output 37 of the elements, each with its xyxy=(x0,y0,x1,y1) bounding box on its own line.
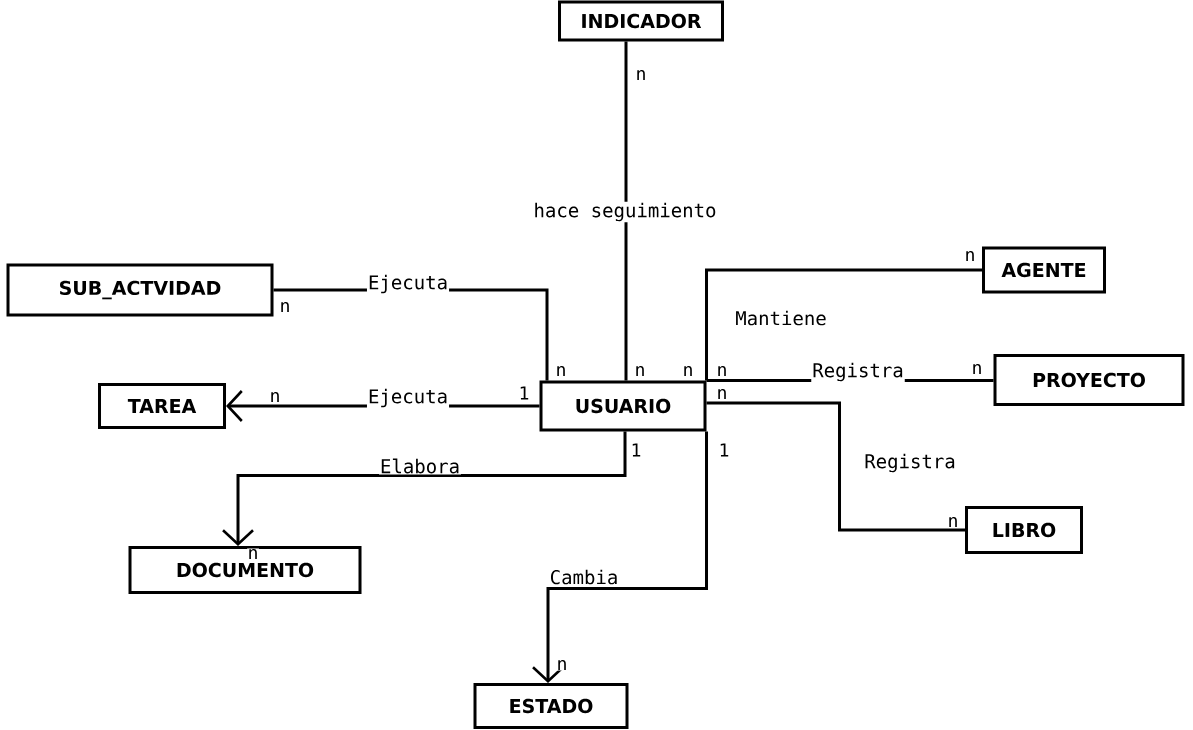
multiplicity-label: n xyxy=(682,365,694,377)
entity-box: INDICADOR xyxy=(558,0,724,42)
connector xyxy=(532,431,708,683)
multiplicity-label: 1 xyxy=(718,442,730,458)
multiplicity-label: 1 xyxy=(630,442,642,458)
multiplicity-label: n xyxy=(247,548,259,560)
edge-label: Registra xyxy=(863,452,957,474)
entity-box: USUARIO xyxy=(539,380,707,432)
entity-box: SUB_ACTVIDAD xyxy=(6,263,274,317)
entity-box: TAREA xyxy=(98,383,226,429)
multiplicity-label: n xyxy=(964,250,976,262)
edge-label: Registra xyxy=(811,361,905,383)
connector xyxy=(706,401,965,532)
multiplicity-label: n xyxy=(971,363,983,375)
connector xyxy=(222,431,627,546)
multiplicity-label: n xyxy=(716,388,728,400)
edge-label: hace seguimiento xyxy=(532,201,718,223)
multiplicity-label: n xyxy=(716,365,728,377)
entity-box: ESTADO xyxy=(473,683,629,729)
multiplicity-label: n xyxy=(555,365,567,377)
multiplicity-label: 1 xyxy=(518,385,530,401)
multiplicity-label: n xyxy=(279,301,291,313)
multiplicity-label: n xyxy=(634,365,646,377)
entity-box: AGENTE xyxy=(982,246,1106,294)
multiplicity-label: n xyxy=(635,69,647,81)
edge-label: Elabora xyxy=(378,457,462,475)
multiplicity-label: n xyxy=(556,659,568,671)
multiplicity-label: n xyxy=(269,391,281,403)
edge-label: Mantiene xyxy=(734,309,828,327)
edge-label: Ejecuta xyxy=(366,387,450,409)
edge-label: Ejecuta xyxy=(366,273,450,295)
entity-box: LIBRO xyxy=(965,506,1083,554)
multiplicity-label: n xyxy=(947,516,959,528)
connector xyxy=(705,268,982,381)
entity-box: PROYECTO xyxy=(993,354,1185,406)
edge-label: Cambia xyxy=(548,568,620,586)
connector xyxy=(624,41,628,381)
